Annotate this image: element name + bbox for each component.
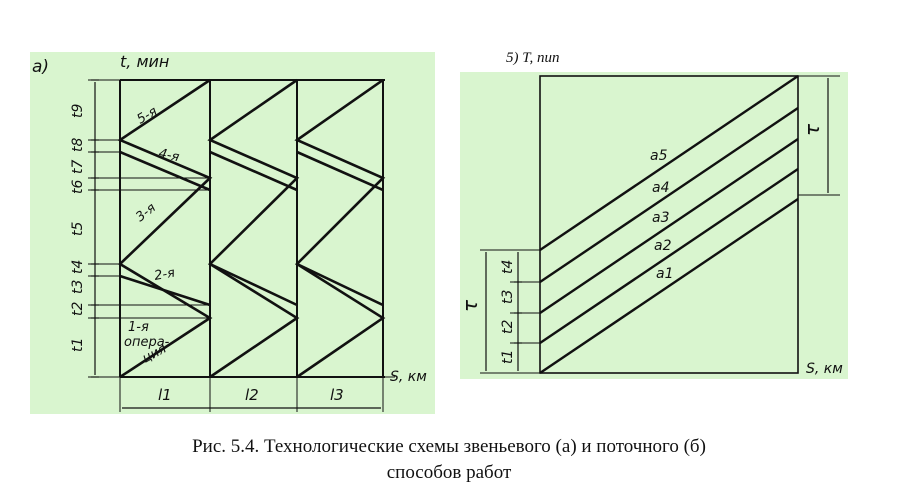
time-label-t7: t7 — [70, 160, 86, 174]
panel-a-label: а) — [32, 57, 49, 77]
panel-a-zigzag-2c — [209, 150, 298, 192]
panel-b-diagram — [480, 75, 840, 374]
panel-a-time-labels: t1 t2 t3 t4 t5 t6 t7 t8 t9 — [70, 104, 86, 352]
line-label-a2: a2 — [654, 238, 672, 254]
panel-a-diagram — [88, 78, 395, 412]
panel-b-frame — [539, 75, 799, 374]
panel-a-dim-ticks — [91, 79, 99, 378]
time-label-t1: t1 — [70, 338, 86, 352]
panel-a-zigzag-1c — [119, 150, 211, 192]
line-label-a1: a1 — [656, 266, 674, 282]
section-label-l2: l2 — [245, 386, 259, 404]
time-label-t8: t8 — [70, 138, 86, 152]
panel-b-line-a2 — [539, 168, 799, 344]
time-label-t5: t5 — [70, 222, 86, 236]
panel-b-background — [460, 72, 848, 379]
panel-a-zigzag-3c — [296, 150, 384, 192]
panel-a-zigzag-3 — [294, 78, 386, 379]
panel-a-background — [30, 52, 435, 414]
panel-a-zigzag-3b — [296, 262, 384, 307]
figure-caption-line-2: способов работ — [386, 462, 512, 483]
panel-b-time-t2: t2 — [500, 320, 516, 334]
operation-label-3: 3-я — [133, 200, 159, 225]
section-label-l3: l3 — [330, 386, 344, 404]
line-label-a5: a5 — [650, 148, 668, 164]
figure-caption-line-1: Рис. 5.4. Технологические схемы звеньево… — [192, 436, 706, 457]
panel-a-zigzag-1b — [119, 274, 211, 307]
panel-a-reference-lines — [88, 79, 210, 378]
panel-b-time-t3: t3 — [500, 290, 516, 304]
panel-b-x-axis-label: S, км — [806, 361, 843, 377]
time-label-t2: t2 — [70, 302, 86, 316]
line-label-a4: a4 — [652, 180, 670, 196]
operation-label-5: 5-я — [135, 104, 161, 127]
panel-a-x-axis-label: S, км — [390, 369, 427, 385]
panel-b-line-a4 — [539, 107, 799, 283]
panel-b-line-a5 — [539, 75, 799, 251]
operation-label-4: 4-я — [157, 146, 181, 165]
section-label-l1: l1 — [158, 386, 172, 404]
panel-a-y-axis-label: t, мин — [120, 52, 169, 71]
time-label-t3: t3 — [70, 280, 86, 294]
panel-a-zigzag-2 — [207, 78, 300, 379]
operation-label-1b: опера- — [124, 335, 170, 350]
time-label-t9: t9 — [70, 104, 86, 118]
panel-b-line-a3 — [539, 138, 799, 314]
panel-a-zigzag-1 — [117, 78, 213, 379]
panel-b-title: 5) T, nun — [506, 50, 560, 66]
panel-b-time-t4: t4 — [500, 260, 516, 274]
panel-b-tau-right: τ — [800, 123, 824, 136]
panel-b-time-t1: t1 — [500, 350, 516, 364]
time-label-t6: t6 — [70, 180, 86, 194]
panel-b-line-a1 — [539, 198, 799, 374]
operation-label-1a: 1-я — [128, 320, 149, 335]
line-label-a3: a3 — [652, 210, 670, 226]
time-label-t4: t4 — [70, 260, 86, 274]
operation-label-2: 2-я — [153, 266, 176, 284]
panel-a-zigzag-2b — [209, 262, 298, 307]
panel-b-tau-left: τ — [458, 299, 482, 312]
